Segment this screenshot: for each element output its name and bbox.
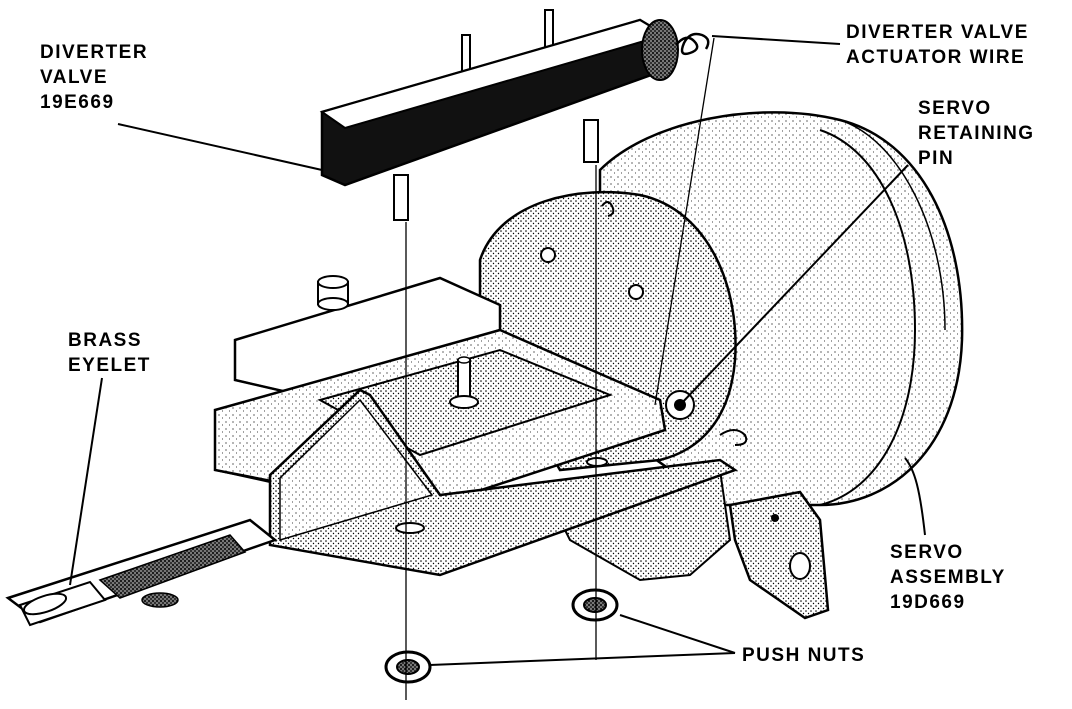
label-line: PUSH NUTS <box>742 645 866 666</box>
label-line: EYELET <box>68 355 151 376</box>
label-line: RETAINING <box>918 123 1035 144</box>
push-nut-right <box>571 588 619 622</box>
label-line: BRASS <box>68 330 143 351</box>
label-line: SERVO <box>918 98 992 119</box>
leader-push-nut-left <box>429 652 736 666</box>
diverter-valve <box>319 9 710 221</box>
label-line: ACTUATOR WIRE <box>846 47 1026 68</box>
label-diverter-valve: DIVERTER VALVE 19E669 <box>40 40 148 115</box>
label-actuator-wire: DIVERTER VALVE ACTUATOR WIRE <box>846 20 1029 70</box>
label-retaining-pin: SERVO RETAINING PIN <box>918 96 1035 171</box>
label-line: 19E669 <box>40 92 115 113</box>
leader-retaining-pin <box>679 164 909 406</box>
label-line: PIN <box>918 148 955 169</box>
leader-diverter-valve <box>117 123 323 171</box>
leader-servo-assembly <box>904 457 926 536</box>
slide-arm <box>5 518 278 627</box>
push-nut-left <box>384 650 432 684</box>
label-line: ASSEMBLY <box>890 567 1006 588</box>
leader-lines <box>69 35 926 666</box>
leader-push-nut-right <box>619 614 736 654</box>
label-servo-assembly: SERVO ASSEMBLY 19D669 <box>890 540 1006 615</box>
label-line: SERVO <box>890 542 964 563</box>
label-line: 19D669 <box>890 592 966 613</box>
label-line: DIVERTER <box>40 42 149 63</box>
label-push-nuts: PUSH NUTS <box>742 643 865 668</box>
leader-brass-eyelet <box>69 377 103 586</box>
label-line: DIVERTER VALVE <box>846 22 1029 43</box>
label-line: VALVE <box>40 67 109 88</box>
label-brass-eyelet: BRASS EYELET <box>68 328 151 378</box>
leader-actuator-wire <box>711 35 841 45</box>
assembly-guide-lines <box>405 37 715 700</box>
vacuum-body <box>213 275 748 577</box>
